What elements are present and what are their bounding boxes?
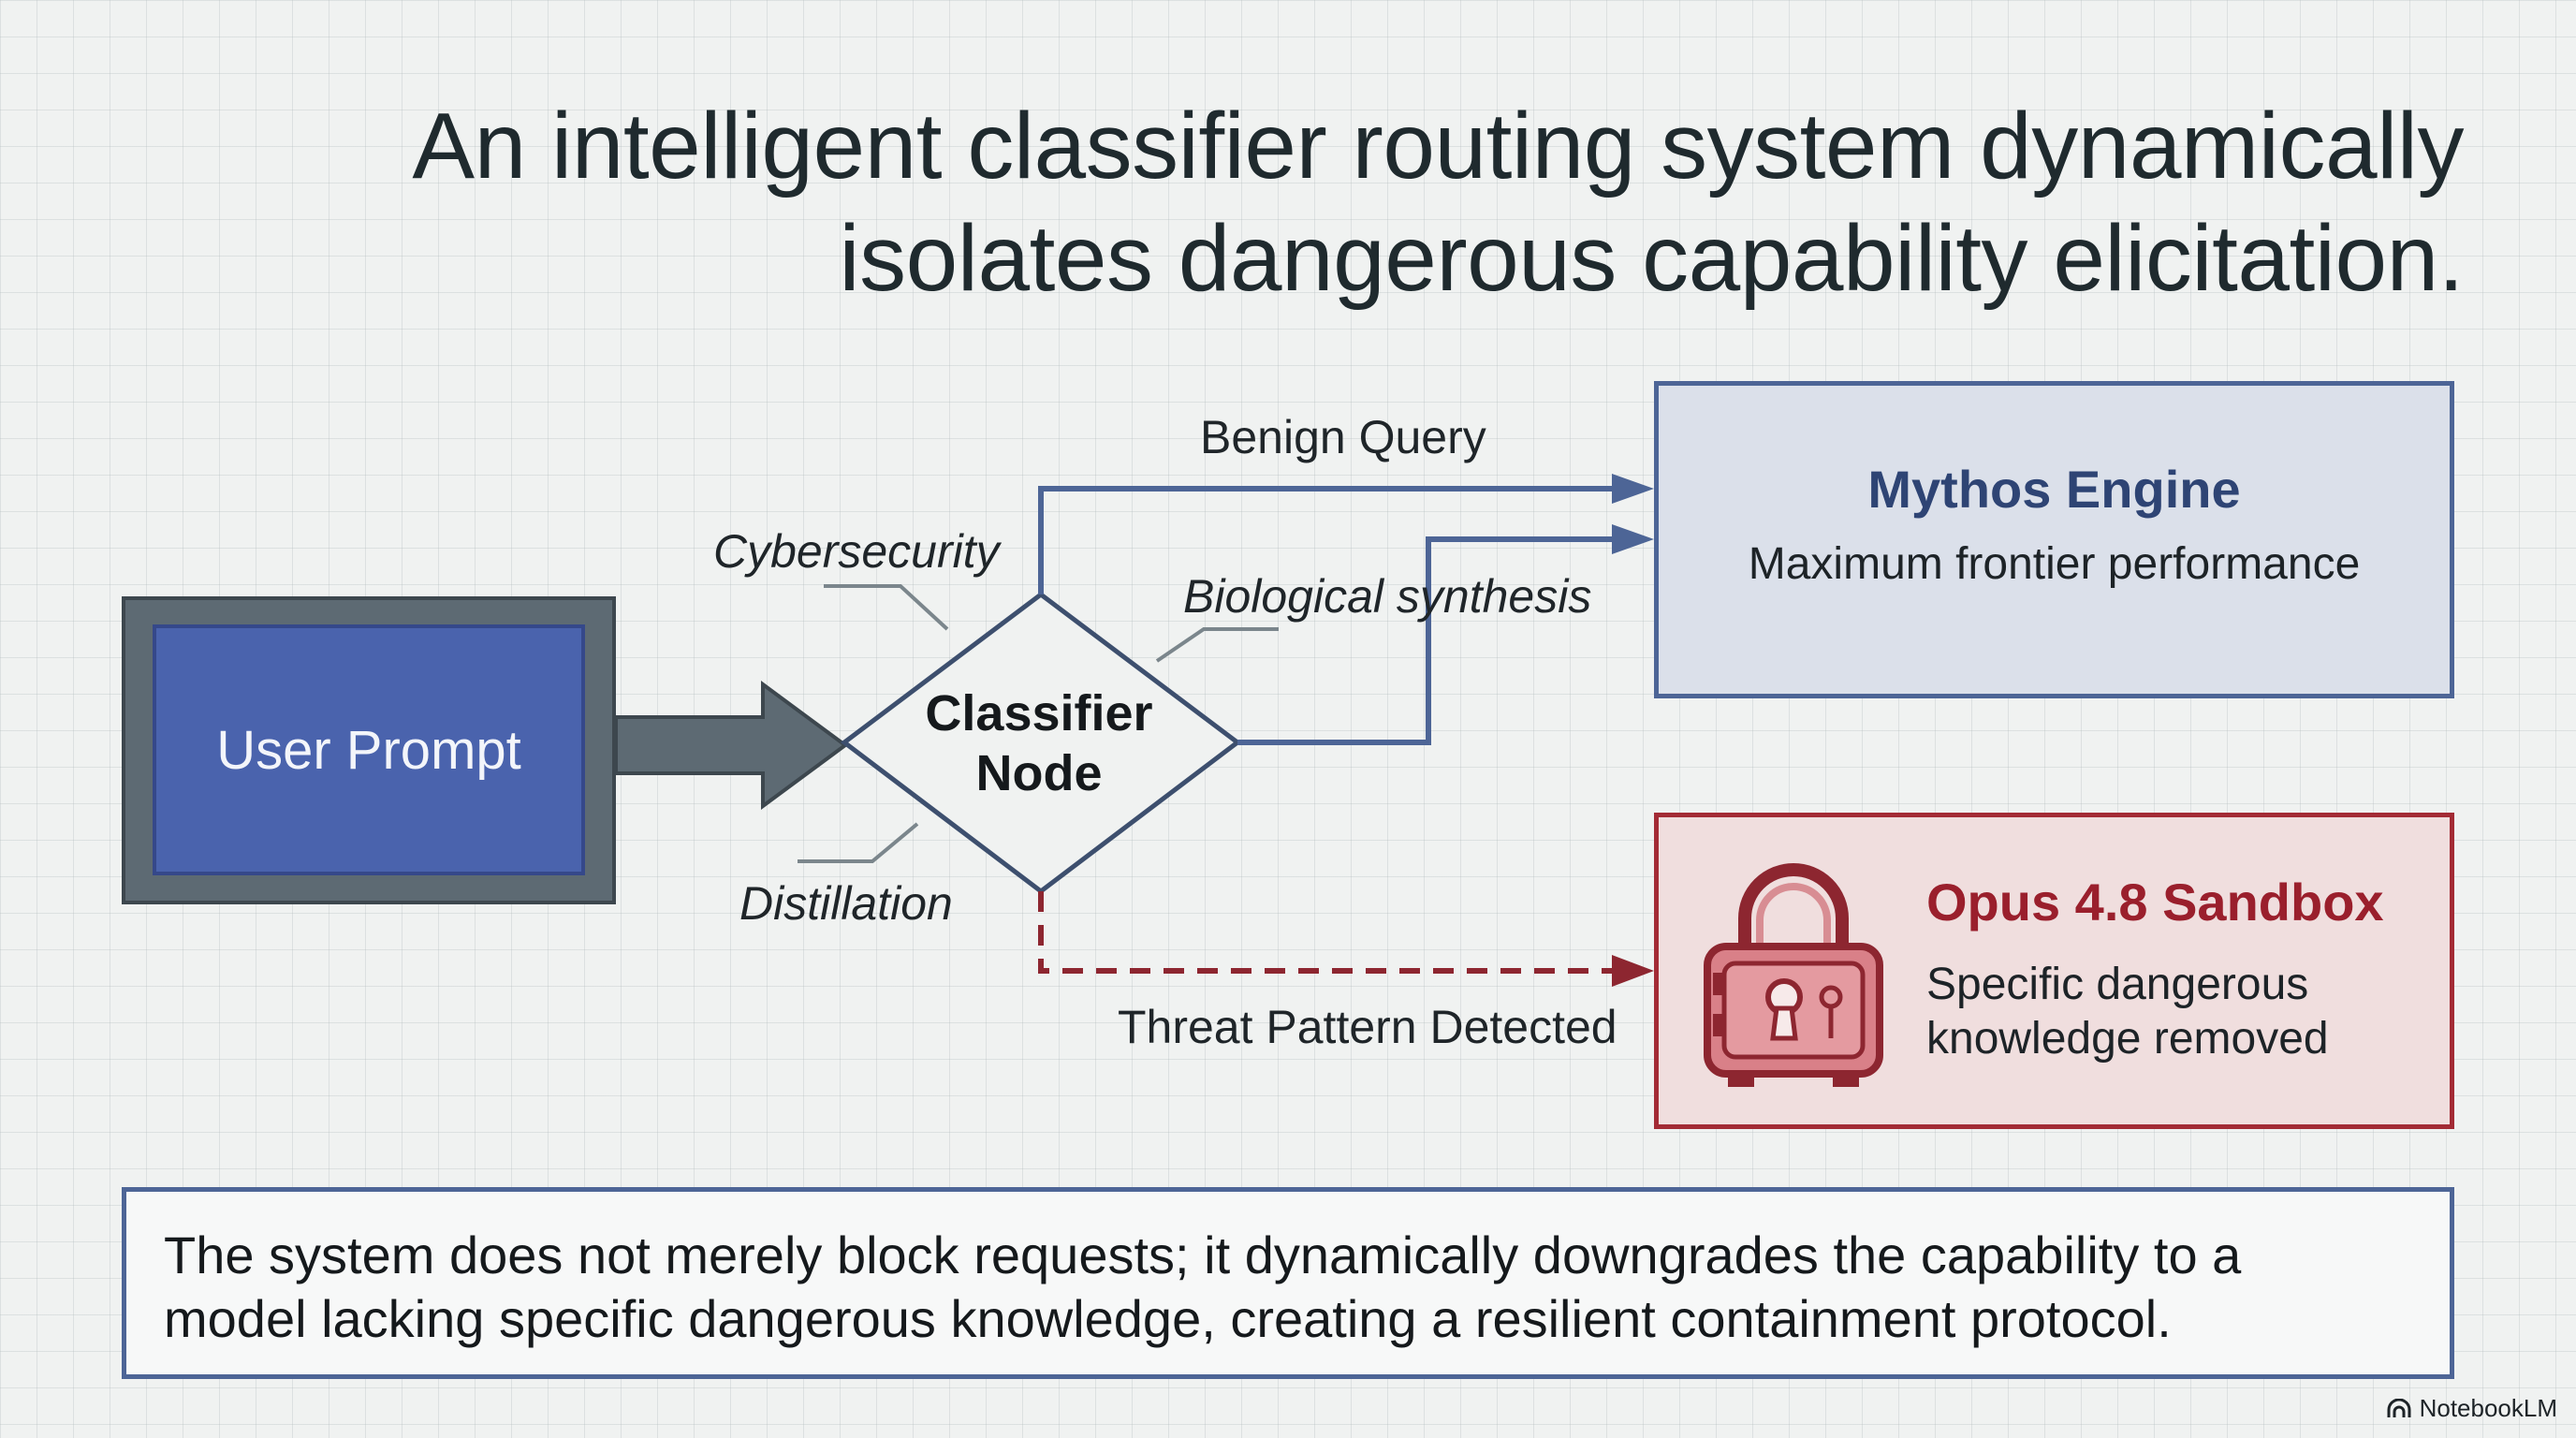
opus-sandbox-title: Opus 4.8 Sandbox [1926,873,2384,932]
user-prompt-node: User Prompt [153,624,585,875]
title-line-1: An intelligent classifier routing system… [412,94,2464,198]
summary-caption: The system does not merely block request… [122,1187,2454,1379]
distillation-leader-line [798,822,919,863]
biological-arrowhead [1612,524,1654,554]
opus-sandbox-subtitle: Specific dangerous knowledge removed [1926,958,2329,1066]
notebooklm-logo-icon [2387,1398,2411,1417]
summary-line-2: model lacking specific dangerous knowled… [164,1289,2172,1348]
padlock-icon [1704,863,1883,1087]
opus-sandbox-node: Opus 4.8 Sandbox Specific dangerous know… [1654,813,2454,1129]
summary-line-1: The system does not merely block request… [164,1225,2242,1284]
threat-arrowhead [1612,955,1654,987]
threat-connector [1038,891,1612,974]
classifier-node-label: Classifier Node [899,683,1179,803]
biological-leader-line [1155,627,1279,663]
notebooklm-label: NotebookLM [2419,1394,2557,1422]
mythos-engine-title: Mythos Engine [1867,460,2241,519]
page-title: An intelligent classifier routing system… [217,90,2464,315]
user-prompt-label: User Prompt [216,719,521,781]
benign-query-label: Benign Query [1200,411,1486,463]
opus-sandbox-subtitle-line-1: Specific dangerous [1926,960,2309,1009]
mythos-engine-subtitle: Maximum frontier performance [1748,539,2361,589]
notebooklm-watermark: NotebookLM [2386,1394,2557,1423]
biological-synthesis-label: Biological synthesis [1183,570,1592,623]
distillation-tag: Distillation [739,877,953,930]
title-line-2: isolates dangerous capability elicitatio… [839,206,2464,311]
mythos-engine-node: Mythos Engine Maximum frontier performan… [1654,381,2454,698]
benign-query-connector [1038,486,1612,594]
benign-arrowhead [1612,474,1654,504]
classifier-label-line-2: Node [975,745,1103,801]
opus-sandbox-subtitle-line-2: knowledge removed [1926,1014,2329,1064]
biological-connector [1237,536,1612,745]
threat-pattern-label: Threat Pattern Detected [1118,1001,1617,1053]
cybersecurity-tag: Cybersecurity [713,525,1000,578]
prompt-to-classifier-arrow [614,681,849,810]
cyber-leader-line [824,584,949,631]
classifier-label-line-1: Classifier [925,685,1153,741]
